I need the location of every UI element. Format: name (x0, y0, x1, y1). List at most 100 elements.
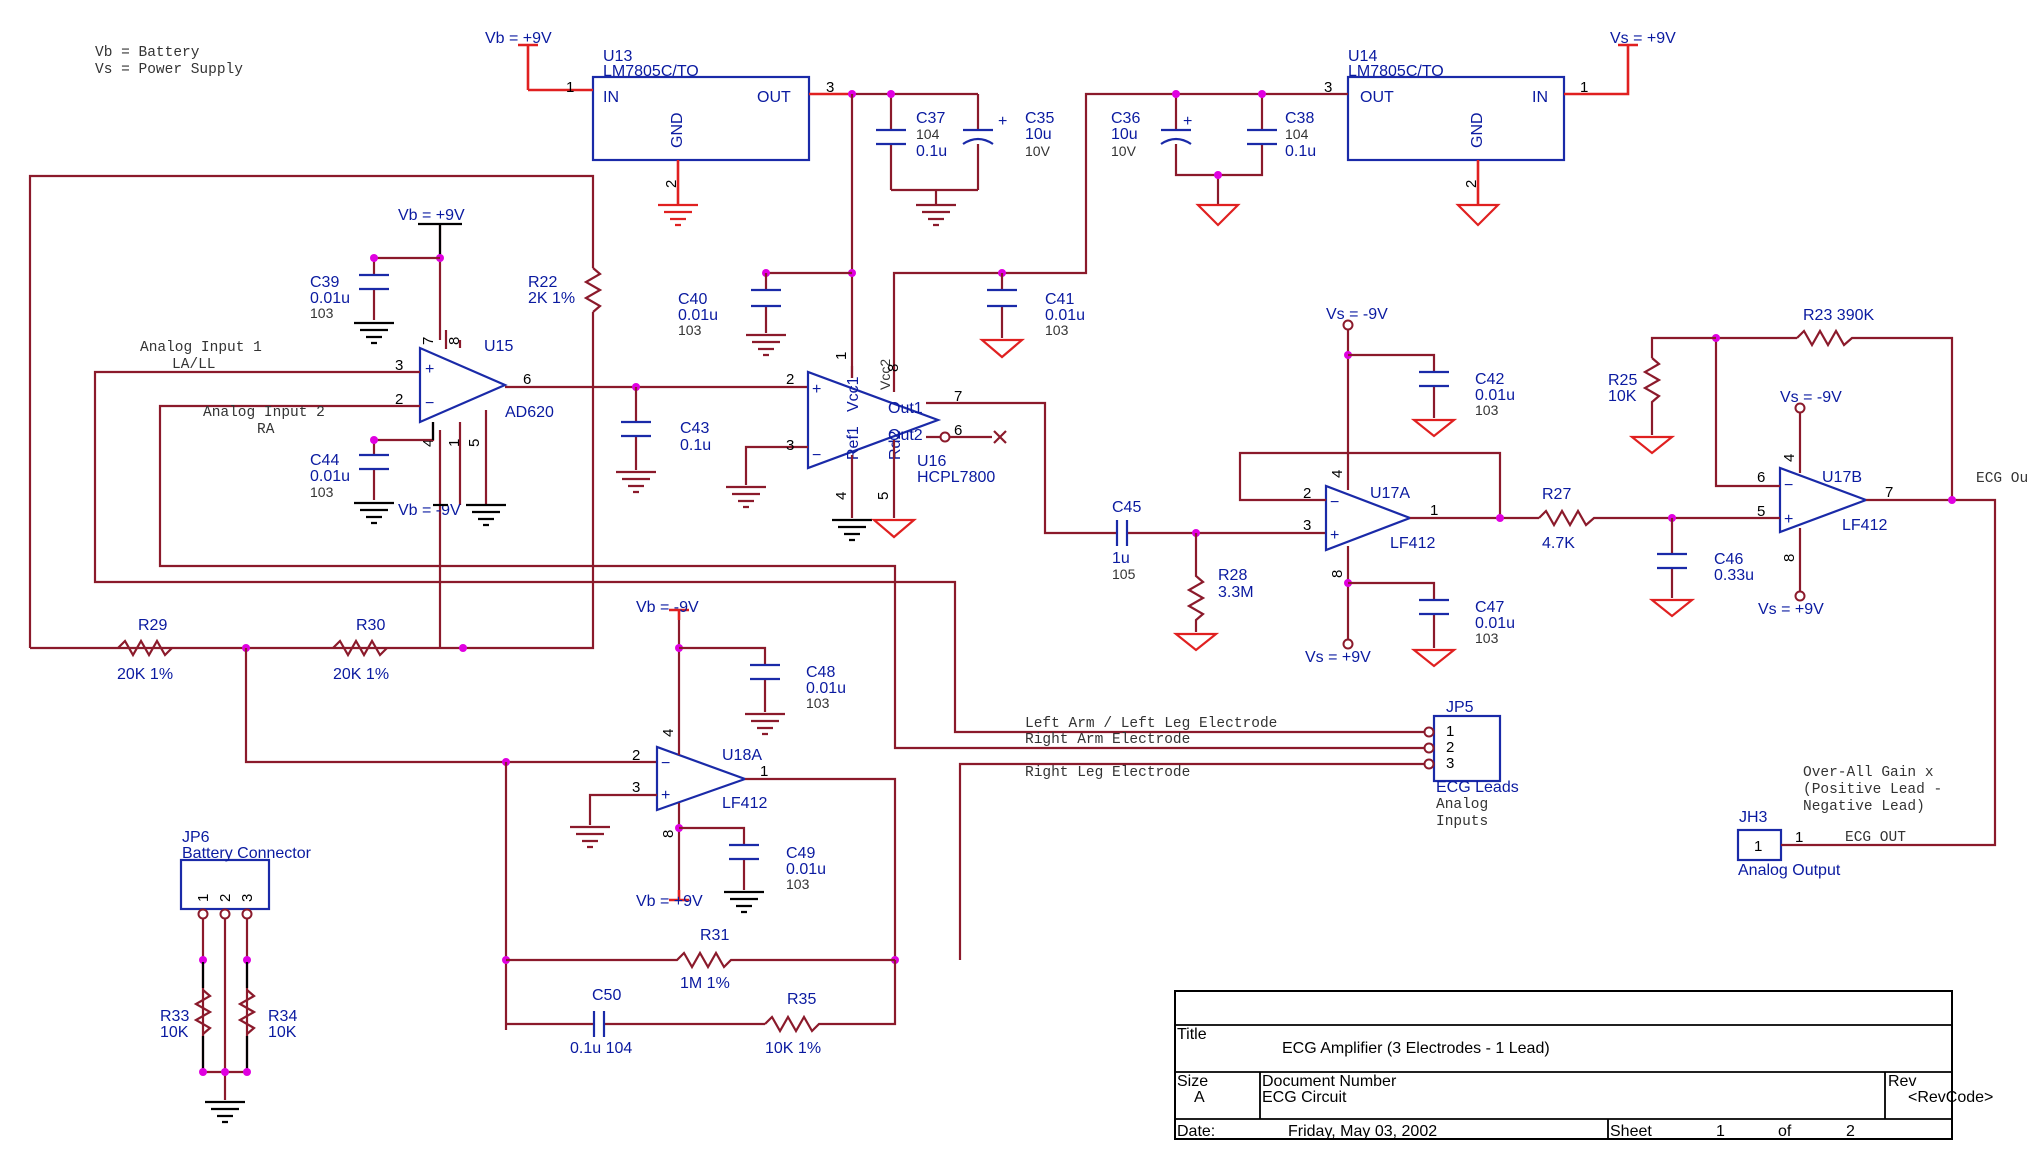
r22-ref: R22 (528, 274, 557, 291)
c42-code: 103 (1475, 402, 1499, 418)
r29-val: 20K 1% (117, 666, 173, 683)
right-arm-label: Right Arm Electrode (1025, 732, 1190, 748)
u17b-vsp-label: Vs = +9V (1758, 601, 1824, 618)
r30-val: 20K 1% (333, 666, 389, 683)
c46-val: 0.33u (1714, 567, 1754, 584)
c37-ref: C37 (916, 110, 945, 127)
c36-code: 10V (1111, 143, 1137, 159)
ground-c37 (916, 203, 956, 227)
c50-val: 0.1u 104 (570, 1040, 632, 1057)
ground-u16-a (832, 518, 872, 542)
svg-text:4: 4 (1781, 454, 1798, 462)
docnum-label: Document Number (1262, 1073, 1397, 1090)
ground-c42 (1410, 418, 1458, 438)
svg-text:3: 3 (1446, 755, 1454, 772)
ground-u16-b (871, 518, 917, 539)
ground-c44 (354, 501, 394, 525)
svg-text:2: 2 (1303, 485, 1311, 502)
ground-c43 (616, 470, 656, 494)
r22-resistor (583, 267, 603, 313)
r25-val: 10K (1608, 388, 1637, 405)
u13-ref: U13 (603, 48, 632, 65)
ground-u16-in (726, 485, 766, 509)
svg-text:3: 3 (395, 357, 403, 374)
analog-input-1-label: Analog Input 1 (140, 340, 262, 356)
u17b-part: LF412 (1842, 517, 1887, 534)
r27-val: 4.7K (1542, 535, 1575, 552)
r31-val: 1M 1% (680, 975, 730, 992)
c49-ref: C49 (786, 845, 815, 862)
r23-ref: R23 390K (1803, 307, 1874, 324)
u15-ref: U15 (484, 338, 513, 355)
ecg-out-label: ECG OUT (1845, 830, 1906, 846)
svg-text:+: + (1183, 113, 1192, 130)
ground-r28 (1172, 632, 1220, 652)
c39-ref: C39 (310, 274, 339, 291)
c47-code: 103 (1475, 630, 1499, 646)
svg-text:5: 5 (875, 492, 892, 500)
jh3-connector: JH3 1 Analog Output (1736, 809, 1841, 879)
ground-u13 (658, 203, 698, 227)
svg-text:7: 7 (954, 388, 962, 405)
u14-gnd-label: GND (1469, 112, 1486, 148)
c48-val: 0.01u (806, 680, 846, 697)
u16-out2: Out2 (888, 427, 923, 444)
r33-ref: R33 (160, 1008, 189, 1025)
c36-ref: C36 (1111, 110, 1140, 127)
c35-code: 10V (1025, 143, 1051, 159)
u13-regulator: U13 LM7805C/TO IN OUT GND (591, 48, 811, 162)
svg-text:1: 1 (195, 894, 212, 902)
c41-ref: C41 (1045, 291, 1074, 308)
svg-text:−: − (1784, 477, 1793, 494)
sheet-value: 1 (1716, 1123, 1725, 1140)
jp5-name: ECG Leads (1436, 779, 1519, 796)
svg-text:8: 8 (885, 364, 902, 372)
u17a-opamp: − + U17A LF412 (1324, 484, 1435, 552)
svg-text:3: 3 (239, 894, 256, 902)
svg-text:−: − (812, 447, 821, 464)
r33-resistor (193, 989, 213, 1035)
right-leg-label: Right Leg Electrode (1025, 765, 1190, 781)
u15-part: AD620 (505, 404, 554, 421)
jp6-connector: JP6 Battery Connector 1 2 3 (179, 829, 312, 911)
u16-ref1: Ref1 (845, 426, 862, 460)
u14-vs-label: Vs = +9V (1610, 30, 1676, 47)
ground-c39 (354, 321, 394, 345)
ground-u18a (570, 825, 610, 849)
svg-text:2: 2 (395, 391, 403, 408)
u18a-vbm-label: Vb = -9V (636, 599, 699, 616)
size-value: A (1194, 1089, 1205, 1106)
ecg-out-net-label: ECG Ou (1976, 471, 2028, 487)
svg-text:3: 3 (1303, 517, 1311, 534)
svg-text:5: 5 (1757, 503, 1765, 520)
legend-vs: Vs = Power Supply (95, 62, 243, 78)
jp5-ref: JP5 (1446, 699, 1474, 716)
c45-ref: C45 (1112, 499, 1141, 516)
svg-text:6: 6 (523, 371, 531, 388)
c45-val: 1u (1112, 550, 1130, 567)
u17a-vsp-label: Vs = +9V (1305, 649, 1371, 666)
svg-text:−: − (661, 755, 670, 772)
of-value: 2 (1846, 1123, 1855, 1140)
r28-ref: R28 (1218, 567, 1247, 584)
c42-val: 0.01u (1475, 387, 1515, 404)
c37-code: 104 (916, 126, 940, 142)
svg-text:+: + (1330, 527, 1339, 544)
jp6-name: Battery Connector (182, 845, 312, 862)
u14-out-label: OUT (1360, 89, 1394, 106)
r25-ref: R25 (1608, 372, 1637, 389)
ground-r25 (1628, 435, 1676, 455)
legend-vb: Vb = Battery (95, 45, 200, 61)
svg-text:+: + (998, 113, 1007, 130)
u13-out-label: OUT (757, 89, 791, 106)
svg-text:+: + (812, 381, 821, 398)
r30-ref: R30 (356, 617, 385, 634)
jp5-connector: JP5 1 2 3 ECG Leads Analog Inputs (1432, 699, 1519, 830)
r27-ref: R27 (1542, 486, 1571, 503)
u13-gnd-label: GND (669, 112, 686, 148)
u18a-opamp: − + U18A LF412 (655, 745, 767, 812)
c41-code: 103 (1045, 322, 1069, 338)
svg-text:4: 4 (660, 729, 677, 737)
ground-c49 (724, 890, 764, 914)
